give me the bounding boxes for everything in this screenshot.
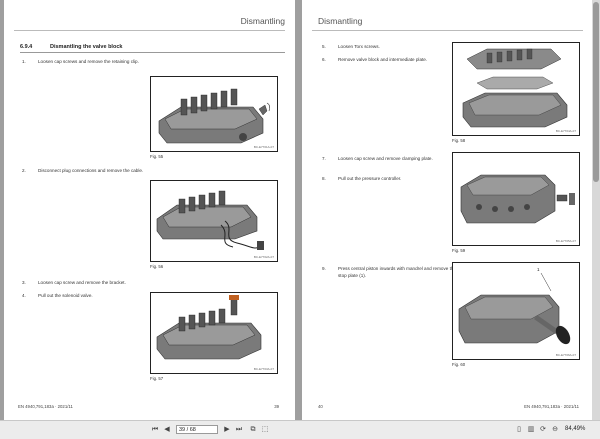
section-rule	[20, 52, 285, 53]
valve-block-exploded-illustration	[462, 48, 568, 128]
zoom-out-icon[interactable]: ⊖	[552, 426, 558, 433]
next-page-icon[interactable]: ▶	[224, 426, 230, 433]
step-text: Loosen Torx screws.	[338, 44, 380, 49]
page-header: Dismantling	[318, 16, 363, 26]
figure-caption: Fig. 56	[150, 264, 164, 269]
step-text: Remove valve block and intermediate plat…	[338, 57, 428, 62]
fit-width-icon[interactable]: ⬚	[261, 426, 269, 433]
step-text: Loosen cap screw and remove clamping pla…	[338, 156, 433, 161]
first-page-icon[interactable]: ⏮	[151, 426, 159, 433]
step-number: 5.	[322, 44, 326, 49]
step-number: 1.	[22, 59, 26, 64]
footer-page-number: 39	[274, 404, 279, 409]
central-piston-illustration	[458, 272, 571, 345]
viewer-toolbar: ⏮ ◀ 39 / 68 ▶ ⏭ ⧉ ⬚ ▯ ▥ ⟳ ⊖ 84,49%	[0, 420, 600, 439]
step-text: Loosen cap screw and remove the bracket.	[38, 280, 126, 285]
page-39: Dismantling 6.9.4 Dismantling the valve …	[4, 0, 295, 420]
step-number: 3.	[22, 280, 26, 285]
figure-id: BC-E7703A-07	[253, 367, 274, 371]
figure-58: BC-E7704A-07	[452, 42, 580, 136]
step-number: 8.	[322, 176, 326, 181]
figure-caption: Fig. 58	[452, 138, 466, 143]
step-number: 9.	[322, 266, 326, 271]
figure-id: BC-E7702A-07	[253, 255, 274, 259]
figure-id: BC-E7706A-07	[555, 353, 576, 357]
footer-page-number: 40	[318, 404, 323, 409]
header-rule	[14, 30, 285, 31]
valve-block-illustration	[158, 88, 270, 144]
step-text: Press central piston inwards with mandre…	[338, 266, 456, 278]
step-number: 6.	[322, 57, 326, 62]
callout-number: 1	[537, 267, 540, 272]
single-page-icon[interactable]: ▯	[517, 426, 521, 433]
solenoid-valve-illustration	[156, 295, 262, 360]
figure-caption: Fig. 60	[452, 362, 466, 367]
header-rule	[312, 30, 583, 31]
page-40: Dismantling 5. Loosen Torx screws. 6. Re…	[302, 0, 593, 420]
step-number: 4.	[22, 293, 26, 298]
section-number: 6.9.4	[20, 44, 33, 50]
section-title: Dismantling the valve block	[50, 44, 123, 50]
zoom-level[interactable]: 84,49%	[565, 426, 586, 432]
figure-id: BC-E7705A-07	[555, 239, 576, 243]
figure-id: BC-E7701A-07	[253, 145, 274, 149]
step-text: Pull out the solenoid valve.	[38, 293, 93, 298]
fit-page-icon[interactable]: ⧉	[250, 426, 256, 433]
step-text: Disconnect plug connections and remove t…	[38, 168, 144, 173]
step-text: Pull out the pressure controller.	[338, 176, 402, 181]
vertical-scrollbar[interactable]	[592, 0, 600, 420]
pressure-controller-illustration	[460, 174, 575, 224]
figure-caption: Fig. 55	[150, 154, 164, 159]
step-number: 2.	[22, 168, 26, 173]
two-page-icon[interactable]: ▥	[527, 426, 535, 433]
prev-page-icon[interactable]: ◀	[164, 426, 170, 433]
step-text: Loosen cap screws and remove the retaini…	[38, 59, 139, 64]
document-viewer[interactable]: Dismantling 6.9.4 Dismantling the valve …	[0, 0, 600, 420]
figure-caption: Fig. 59	[452, 248, 466, 253]
figure-59: BC-E7705A-07	[452, 152, 580, 246]
figure-55: BC-E7701A-07	[150, 76, 278, 152]
page-header: Dismantling	[240, 16, 285, 26]
rotate-icon[interactable]: ⟳	[540, 426, 546, 433]
scrollbar-thumb[interactable]	[593, 2, 599, 182]
figure-56: BC-E7702A-07	[150, 180, 278, 262]
figure-caption: Fig. 57	[150, 376, 164, 381]
figure-60: 1 BC-E7706A-07	[452, 262, 580, 360]
figure-id: BC-E7704A-07	[555, 129, 576, 133]
footer-doc-id: EN 4940,791,183a · 2021/11	[524, 404, 579, 409]
figure-57: BC-E7703A-07	[150, 292, 278, 374]
footer-doc-id: EN 4940,791,183a · 2021/11	[18, 404, 73, 409]
last-page-icon[interactable]: ⏭	[235, 426, 243, 433]
page-number-field[interactable]: 39 / 68	[176, 425, 218, 434]
step-number: 7.	[322, 156, 326, 161]
valve-block-cable-illustration	[156, 190, 264, 250]
